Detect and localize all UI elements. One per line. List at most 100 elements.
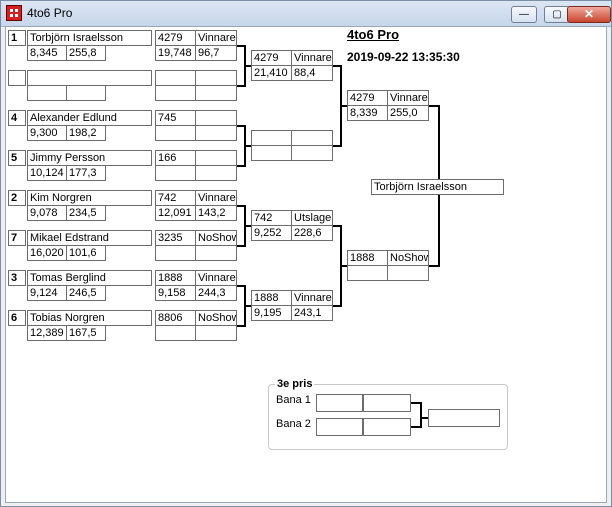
result-id[interactable]: 3235: [155, 230, 196, 246]
r2-score[interactable]: 9,252: [251, 225, 292, 241]
player-name[interactable]: Alexander Edlund: [27, 110, 152, 126]
player-score[interactable]: 12,389: [27, 325, 67, 341]
result-id[interactable]: [155, 70, 196, 86]
semi-id[interactable]: 1888: [347, 250, 388, 266]
bracket-connector: [340, 105, 348, 107]
player-name[interactable]: Mikael Edstrand: [27, 230, 152, 246]
minimize-button[interactable]: —: [511, 6, 537, 23]
player-name[interactable]: Tobias Norgren: [27, 310, 152, 326]
result-status[interactable]: NoShow: [195, 310, 237, 326]
r2-status[interactable]: Utslagen: [291, 210, 333, 226]
player-average[interactable]: 198,2: [66, 125, 106, 141]
app-icon[interactable]: [6, 5, 22, 21]
lane1-field-b[interactable]: [363, 394, 411, 412]
r2-average[interactable]: 228,6: [291, 225, 333, 241]
result-status[interactable]: [195, 70, 237, 86]
semi-score[interactable]: [347, 265, 388, 281]
result-score[interactable]: [155, 125, 196, 141]
result-status[interactable]: [195, 110, 237, 126]
r2-id[interactable]: 742: [251, 210, 292, 226]
player-average[interactable]: 246,5: [66, 285, 106, 301]
player-average[interactable]: 167,5: [66, 325, 106, 341]
r2-id[interactable]: 1888: [251, 290, 292, 306]
result-status[interactable]: Vinnare: [195, 190, 237, 206]
semi-status[interactable]: Vinnare: [387, 90, 429, 106]
result-score[interactable]: [155, 85, 196, 101]
player-score[interactable]: 16,020: [27, 245, 67, 261]
result-id[interactable]: 166: [155, 150, 196, 166]
result-average[interactable]: [195, 325, 237, 341]
close-button[interactable]: ✕: [567, 6, 611, 23]
r2-score[interactable]: 21,410: [251, 65, 292, 81]
result-average[interactable]: [195, 125, 237, 141]
title-bar[interactable]: 4to6 Pro — ▢ ✕: [1, 1, 611, 27]
result-score[interactable]: [155, 165, 196, 181]
result-average[interactable]: [195, 245, 237, 261]
third-prize-result[interactable]: [428, 409, 500, 427]
result-average[interactable]: [195, 85, 237, 101]
r2-score[interactable]: [251, 145, 292, 161]
player-average[interactable]: [66, 85, 106, 101]
player-average[interactable]: 234,5: [66, 205, 106, 221]
semi-status[interactable]: NoShow: [387, 250, 429, 266]
seed-number: [8, 70, 26, 86]
lane1-field-a[interactable]: [316, 394, 363, 412]
result-average[interactable]: 244,3: [195, 285, 237, 301]
result-average[interactable]: [195, 165, 237, 181]
result-status[interactable]: NoShow: [195, 230, 237, 246]
bracket-connector: [429, 265, 439, 267]
player-score[interactable]: 8,345: [27, 45, 67, 61]
r2-id[interactable]: 4279: [251, 50, 292, 66]
result-id[interactable]: 4279: [155, 30, 196, 46]
player-score[interactable]: 10,124: [27, 165, 67, 181]
player-score[interactable]: 9,078: [27, 205, 67, 221]
player-name[interactable]: Tomas Berglind: [27, 270, 152, 286]
result-score[interactable]: [155, 245, 196, 261]
lane2-field-b[interactable]: [363, 418, 411, 436]
bracket-connector: [333, 65, 341, 67]
r2-average[interactable]: 88,4: [291, 65, 333, 81]
r2-average[interactable]: [291, 145, 333, 161]
player-name[interactable]: Kim Norgren: [27, 190, 152, 206]
semi-score[interactable]: 8,339: [347, 105, 388, 121]
player-name[interactable]: Jimmy Persson: [27, 150, 152, 166]
result-status[interactable]: Vinnare: [195, 30, 237, 46]
result-status[interactable]: [195, 150, 237, 166]
r2-status[interactable]: [291, 130, 333, 146]
result-average[interactable]: 143,2: [195, 205, 237, 221]
page-title: 4to6 Pro: [347, 27, 400, 42]
result-id[interactable]: 8806: [155, 310, 196, 326]
player-name[interactable]: [27, 70, 152, 86]
result-score[interactable]: [155, 325, 196, 341]
result-id[interactable]: 1888: [155, 270, 196, 286]
semi-id[interactable]: 4279: [347, 90, 388, 106]
r2-score[interactable]: 9,195: [251, 305, 292, 321]
player-average[interactable]: 255,8: [66, 45, 106, 61]
r2-status[interactable]: Vinnare: [291, 290, 333, 306]
r2-id[interactable]: [251, 130, 292, 146]
player-average[interactable]: 101,6: [66, 245, 106, 261]
result-score[interactable]: 19,748: [155, 45, 196, 61]
player-average[interactable]: 177,3: [66, 165, 106, 181]
bracket-connector: [429, 105, 439, 107]
player-score[interactable]: 9,300: [27, 125, 67, 141]
result-id[interactable]: 742: [155, 190, 196, 206]
semi-average[interactable]: [387, 265, 429, 281]
r2-status[interactable]: Vinnare: [291, 50, 333, 66]
semi-average[interactable]: 255,0: [387, 105, 429, 121]
player-name[interactable]: Torbjörn Israelsson: [27, 30, 152, 46]
r2-average[interactable]: 243,1: [291, 305, 333, 321]
seed-number: 5: [8, 150, 26, 166]
winner-field[interactable]: Torbjörn Israelsson: [371, 179, 504, 195]
player-score[interactable]: 9,124: [27, 285, 67, 301]
lane2-field-a[interactable]: [316, 418, 363, 436]
bracket-connector: [333, 225, 341, 227]
result-id[interactable]: 745: [155, 110, 196, 126]
player-score[interactable]: [27, 85, 67, 101]
bracket-connector: [237, 285, 245, 287]
result-average[interactable]: 96,7: [195, 45, 237, 61]
bracket-connector: [333, 305, 341, 307]
result-score[interactable]: 9,158: [155, 285, 196, 301]
result-score[interactable]: 12,091: [155, 205, 196, 221]
result-status[interactable]: Vinnare: [195, 270, 237, 286]
